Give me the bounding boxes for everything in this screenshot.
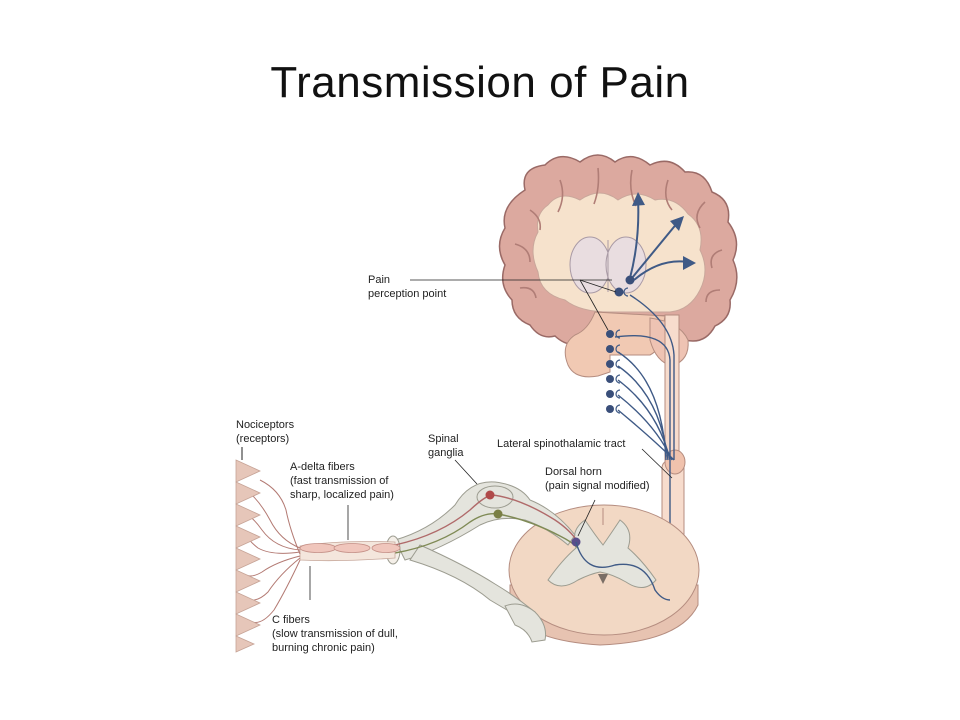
slide-title: Transmission of Pain (270, 58, 690, 107)
spinal-nerve (385, 481, 576, 643)
label-nociceptors-2: (receptors) (236, 433, 289, 445)
dorsal-root (394, 481, 576, 561)
label-a-delta-3: sharp, localized pain) (290, 489, 394, 501)
myelin-segment-1 (299, 543, 337, 553)
label-spinal-ganglia-1: Spinal (428, 433, 459, 445)
dorsal-root-ganglion (476, 485, 514, 509)
label-dorsal-horn-2: (pain signal modified) (545, 480, 650, 492)
second-order-neuron (575, 541, 671, 601)
arrowhead-3 (683, 256, 696, 270)
label-dorsal-horn-1: Dorsal horn (545, 466, 602, 478)
brain-illustration (498, 154, 738, 378)
leader-lines (309, 279, 673, 600)
arrowhead-2 (670, 216, 684, 231)
label-spinal-ganglia-2: ganglia (428, 447, 464, 459)
label-a-delta-2: (fast transmission of (290, 475, 389, 487)
thalamus-left (569, 236, 611, 294)
myelin-segment-3 (371, 543, 401, 553)
label-pain-perception-1: Pain (368, 274, 390, 286)
myelin-segment-2 (333, 543, 371, 553)
c-fiber-ganglion-cell (493, 509, 503, 519)
label-a-delta-1: A-delta fibers (290, 461, 355, 473)
label-pain-perception-2: perception point (368, 288, 446, 300)
label-c-fibers-1: C fibers (272, 614, 310, 626)
label-lateral-tract: Lateral spinothalamic tract (497, 438, 625, 450)
label-c-fibers-3: burning chronic pain) (272, 642, 375, 654)
brainstem-neurons (606, 287, 629, 414)
thalamic-neurons (614, 275, 635, 297)
peripheral-nerve (299, 541, 401, 562)
thalamus-right (605, 236, 647, 294)
label-nociceptors-1: Nociceptors (236, 419, 295, 431)
ventral-branch (504, 603, 546, 643)
a-delta-ganglion-cell (485, 490, 495, 500)
arrowhead-1 (632, 192, 645, 206)
skin-receptors (235, 459, 261, 653)
ascending-pathways (614, 294, 675, 580)
label-c-fibers-2: (slow transmission of dull, (272, 628, 398, 640)
